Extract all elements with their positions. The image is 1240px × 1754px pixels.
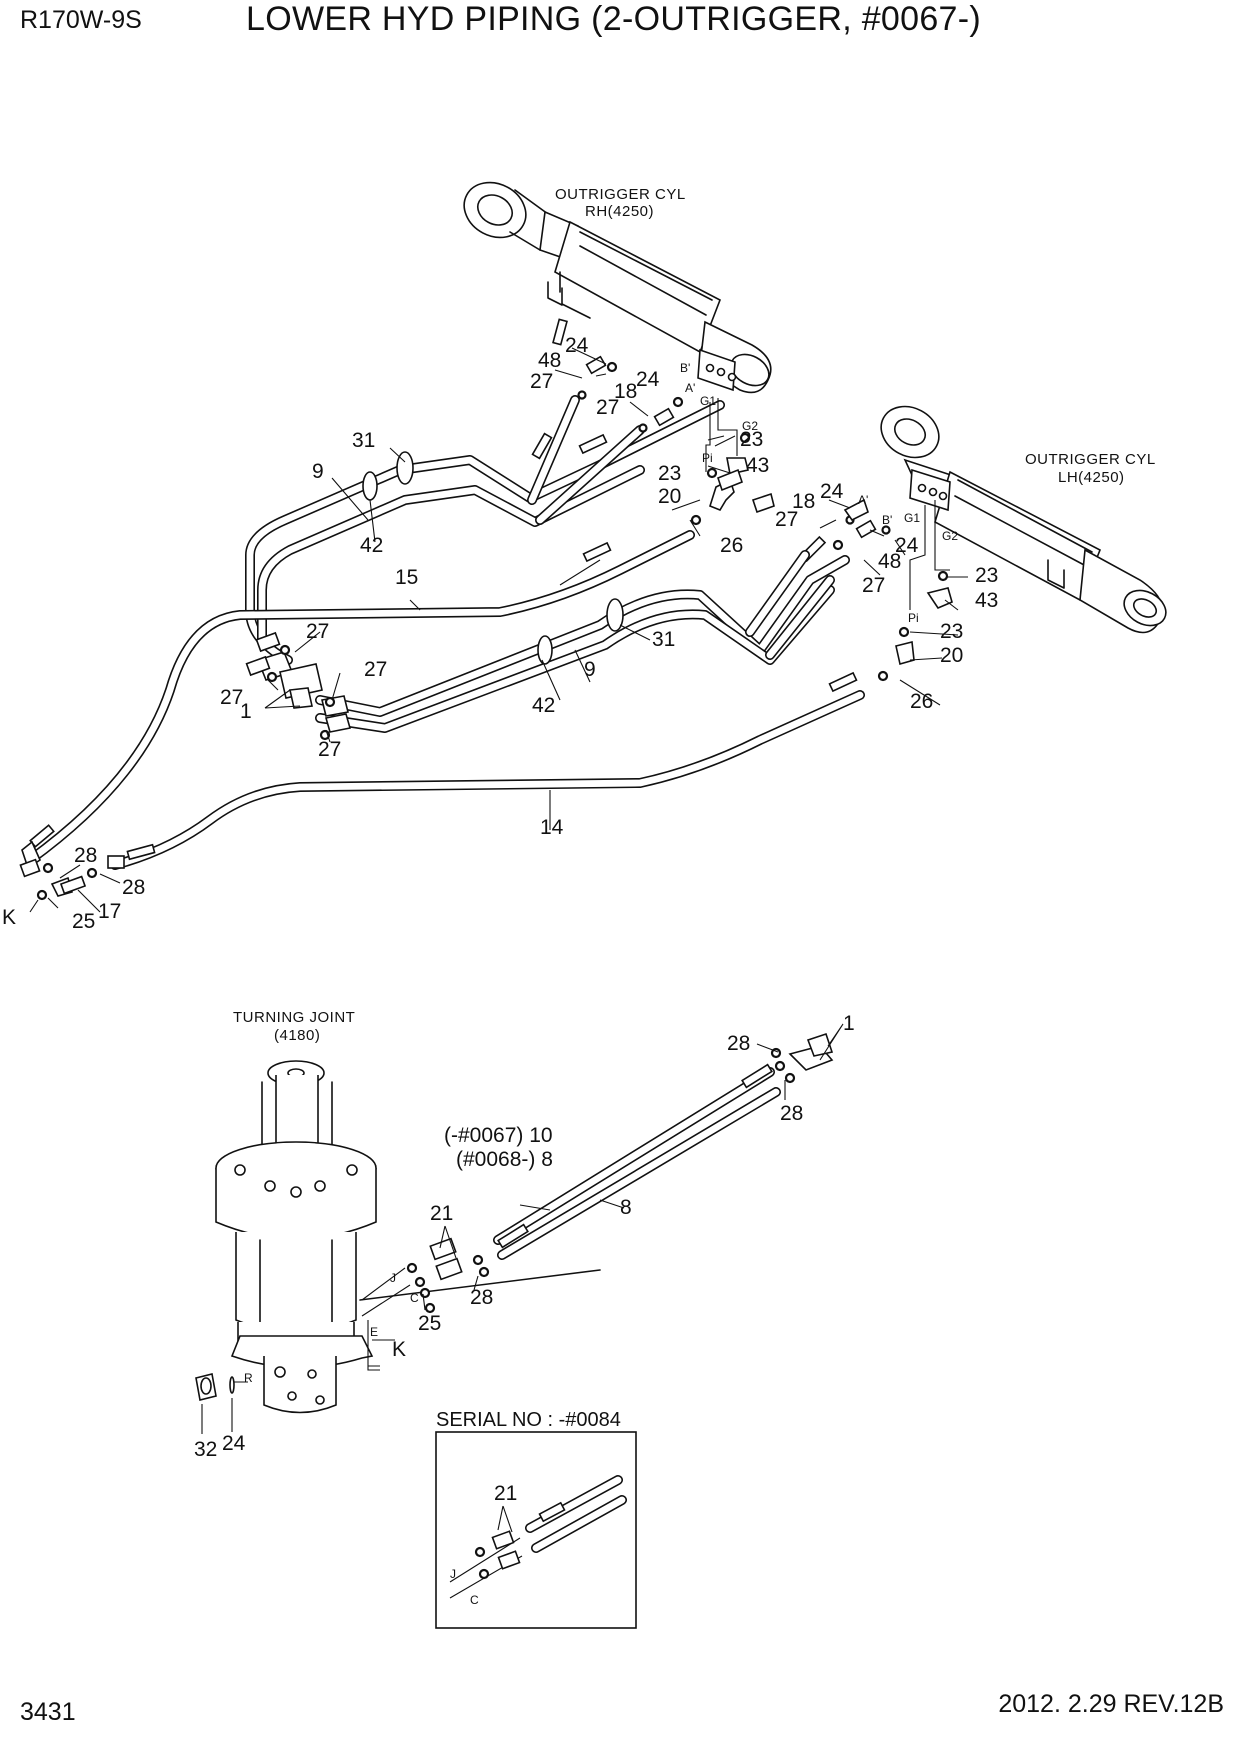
- outrigger-cylinder-lh: OUTRIGGER CYL LH(4250): [880, 405, 1167, 634]
- callout-43: 43: [746, 454, 769, 477]
- port-labels: B' A' G1 G2 Pi A' B' G1 G2 Pi J C E R: [244, 361, 958, 1385]
- port-e: E: [370, 1325, 378, 1339]
- callout-27: 27: [596, 396, 619, 419]
- callout-31: 31: [352, 429, 375, 452]
- port-g2-rh: G2: [742, 419, 758, 433]
- inset-port-c: C: [470, 1593, 479, 1607]
- port-g1-rh: G1: [700, 394, 716, 408]
- callout-23: 23: [658, 462, 681, 485]
- callout-1: 1: [843, 1012, 855, 1035]
- callout-14: 14: [540, 816, 564, 839]
- callout-25: 25: [418, 1312, 441, 1335]
- callout-32: 32: [194, 1438, 217, 1461]
- inset-callout-21: 21: [494, 1482, 517, 1505]
- port-pi-rh: Pi: [702, 451, 713, 465]
- callout-9: 9: [584, 658, 596, 681]
- callout-24: 24: [820, 480, 844, 503]
- page-number: 3431: [20, 1698, 76, 1726]
- outrigger-cylinder-rh: OUTRIGGER CYL RH(4250): [463, 181, 772, 394]
- inset-port-j: J: [450, 1567, 456, 1581]
- callout-24: 24: [895, 534, 919, 557]
- port-a-lh: A': [858, 493, 868, 507]
- callout-1: 1: [240, 700, 252, 723]
- cyl-rh-label-1: OUTRIGGER CYL: [555, 186, 686, 203]
- callout-27: 27: [530, 370, 553, 393]
- callout-27: 27: [306, 620, 329, 643]
- callout-26: 26: [910, 690, 933, 713]
- callout-20: 20: [658, 485, 681, 508]
- callout-20: 20: [940, 644, 963, 667]
- callout-27: 27: [862, 574, 885, 597]
- callout-28: 28: [470, 1286, 493, 1309]
- callout-17: 17: [98, 900, 121, 923]
- callout-23: 23: [975, 564, 998, 587]
- callout-28: 28: [74, 844, 97, 867]
- view-marker-k-lower: K: [392, 1338, 406, 1361]
- turning-joint-label-2: (4180): [274, 1027, 320, 1044]
- callout-48: 48: [538, 349, 561, 372]
- callout-28: 28: [780, 1102, 803, 1125]
- callouts-lower: 1 28 28 (-#0067) 10 (#0068-) 8 8 21 28 2…: [194, 1012, 855, 1461]
- page-title: LOWER HYD PIPING (2-OUTRIGGER, #0067-): [246, 0, 981, 38]
- callout-24: 24: [565, 334, 589, 357]
- port-g2-lh: G2: [942, 529, 958, 543]
- turning-joint-label-1: TURNING JOINT: [233, 1009, 355, 1026]
- callouts-upper: 24 48 27 18 24 27 31 9 42 23 23 43 20 26…: [2, 334, 998, 933]
- callout-42: 42: [360, 534, 383, 557]
- callout-27: 27: [364, 658, 387, 681]
- hose-variant-8: (#0068-) 8: [456, 1148, 553, 1171]
- leader-lines: [29, 347, 968, 1434]
- port-b-rh: B': [680, 361, 690, 375]
- model-code: R170W-9S: [20, 6, 142, 34]
- callout-25: 25: [72, 910, 95, 933]
- callout-24: 24: [222, 1432, 246, 1455]
- port-c: C: [410, 1291, 419, 1305]
- port-r: R: [244, 1371, 253, 1385]
- callout-27: 27: [318, 738, 341, 761]
- callout-24: 24: [636, 368, 660, 391]
- port-pi-lh: Pi: [908, 611, 919, 625]
- port-g1-lh: G1: [904, 511, 920, 525]
- callout-8: 8: [620, 1196, 632, 1219]
- callout-15: 15: [395, 566, 418, 589]
- callout-21: 21: [430, 1202, 453, 1225]
- view-marker-k-upper: K: [2, 906, 16, 929]
- port-j: J: [390, 1271, 396, 1285]
- callout-43: 43: [975, 589, 998, 612]
- callout-28: 28: [727, 1032, 750, 1055]
- callout-27: 27: [775, 508, 798, 531]
- serial-inset: SERIAL NO : -#0084 21 J C: [435, 1409, 637, 1629]
- port-a-rh: A': [685, 381, 695, 395]
- turning-joint-assembly: TURNING JOINT (4180): [195, 1009, 601, 1414]
- callout-28: 28: [122, 876, 145, 899]
- hose-variant-10: (-#0067) 10: [444, 1124, 553, 1147]
- upper-piping: [25, 318, 865, 870]
- callout-48: 48: [878, 550, 901, 573]
- callout-26: 26: [720, 534, 743, 557]
- serial-inset-title: SERIAL NO : -#0084: [436, 1409, 621, 1431]
- port-b-lh: B': [882, 513, 892, 527]
- cyl-lh-label-1: OUTRIGGER CYL: [1025, 451, 1156, 468]
- callout-42: 42: [532, 694, 555, 717]
- cyl-rh-label-2: RH(4250): [585, 203, 654, 220]
- callout-23: 23: [940, 620, 963, 643]
- hoses-8-10: [493, 1032, 834, 1260]
- callout-31: 31: [652, 628, 675, 651]
- callout-27: 27: [220, 686, 243, 709]
- upper-fittings: [19, 355, 953, 901]
- callout-18: 18: [792, 490, 815, 513]
- cyl-lh-label-2: LH(4250): [1058, 469, 1125, 486]
- callout-23: 23: [740, 428, 763, 451]
- callout-18: 18: [614, 380, 637, 403]
- callout-9: 9: [312, 460, 324, 483]
- revision-date: 2012. 2.29 REV.12B: [998, 1690, 1224, 1718]
